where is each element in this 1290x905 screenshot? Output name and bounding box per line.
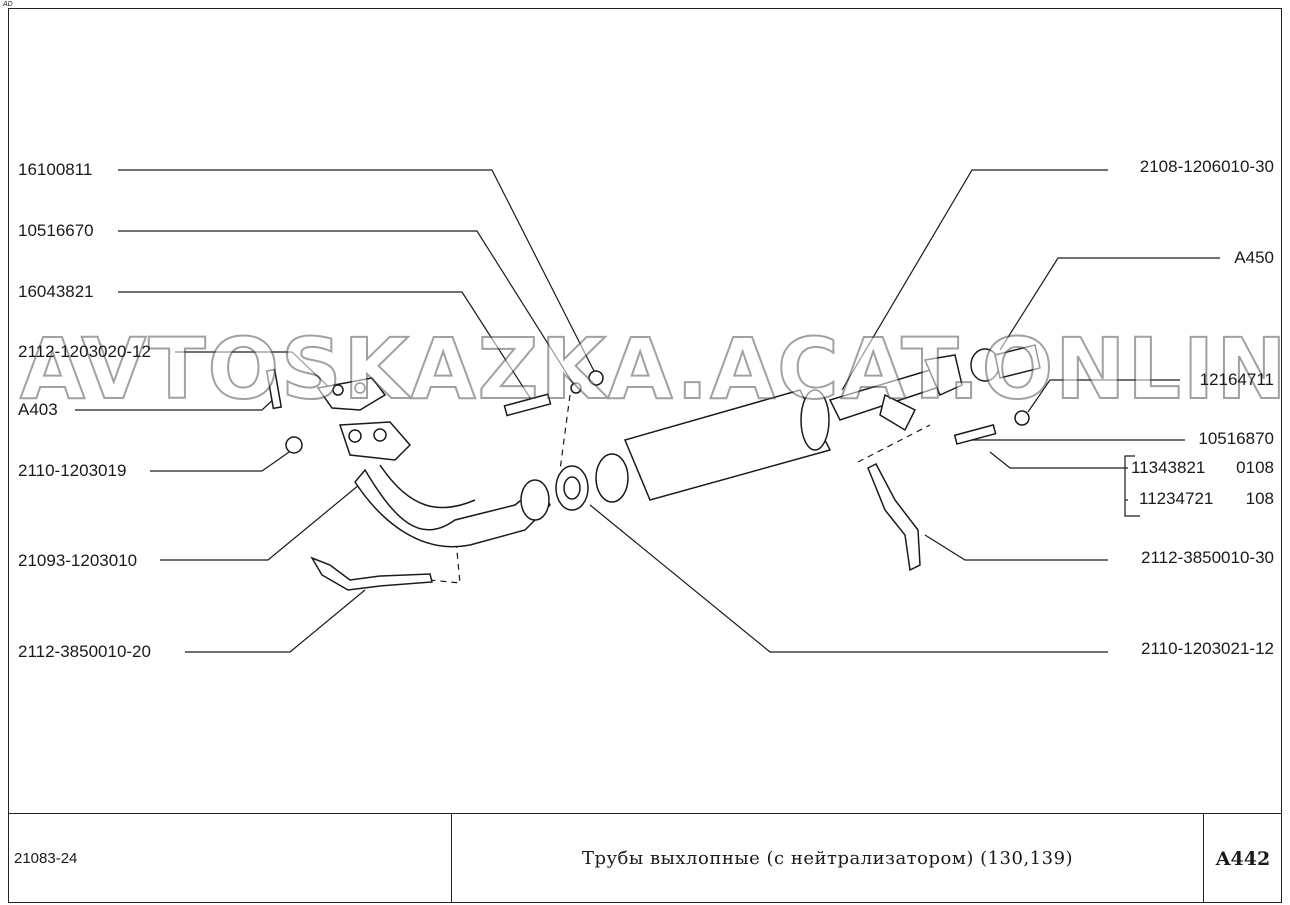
- leader-2110-1203021-12: [589, 504, 1108, 653]
- callout-10516870: 10516870: [1198, 429, 1274, 448]
- callout-2112-3850010-20: 2112-3850010-20: [18, 642, 151, 661]
- drawing-frame: [8, 8, 1282, 903]
- model-code: 21083-24: [8, 813, 452, 903]
- callout-2110-1203021-12: 2110-1203021-12: [1141, 639, 1274, 658]
- callout-11343821-qty: 0108: [1236, 458, 1274, 477]
- bracket: [1124, 455, 1140, 517]
- callout-16043821: 16043821: [18, 282, 94, 301]
- callout-10516670: 10516670: [18, 221, 94, 240]
- leader-2110-1203019: [150, 449, 293, 472]
- callout-11234721-qty: 108: [1245, 489, 1274, 508]
- nut-2110-1203019: [285, 436, 303, 454]
- callout-2112-3850010-30: 2112-3850010-30: [1141, 548, 1274, 567]
- watermark-text: AVTOSKAZKA.ACAT.ONLINE: [19, 319, 1290, 419]
- leader-12164711: [1027, 379, 1180, 413]
- callout-12164711: 12164711: [1199, 370, 1274, 389]
- callout-2110-1203019: 2110-1203019: [18, 461, 127, 480]
- callout-11234721: 11234721: [1139, 489, 1214, 508]
- oxygen-sensor-rear: [867, 463, 921, 572]
- drawing-code: A442: [1204, 813, 1282, 903]
- leader-21093-1203010: [160, 479, 366, 561]
- leader-A450: [999, 257, 1220, 351]
- callout-2108-1206010-30: 2108-1206010-30: [1139, 157, 1274, 176]
- callout-A403: A403: [18, 400, 58, 419]
- callout-A450: A450: [1234, 248, 1274, 267]
- leader-2108-1206010-30: [841, 169, 1108, 391]
- leader-16100811: [118, 169, 598, 378]
- leader-2112-3850010-20: [185, 589, 366, 653]
- drawing-title: Трубы выхлопные (с нейтрализатором) (130…: [452, 813, 1204, 903]
- leader-2112-3850010-30: [924, 534, 1108, 561]
- callout-2112-1203020-12: 2112-1203020-12: [18, 342, 151, 361]
- leader-10516670: [118, 230, 575, 386]
- callout-11343821: 11343821: [1131, 458, 1206, 477]
- oxygen-sensor-front: [310, 556, 433, 591]
- leader-16043821: [118, 291, 535, 405]
- leader-11343821: [989, 451, 1128, 469]
- leader-2112-1203020-12: [175, 351, 335, 393]
- corner-mark: AD: [3, 1, 13, 8]
- catalytic-converter: [623, 389, 832, 501]
- downpipe: [354, 468, 551, 548]
- callout-21093-1203010: 21093-1203010: [18, 551, 138, 570]
- callout-16100811: 16100811: [18, 160, 93, 179]
